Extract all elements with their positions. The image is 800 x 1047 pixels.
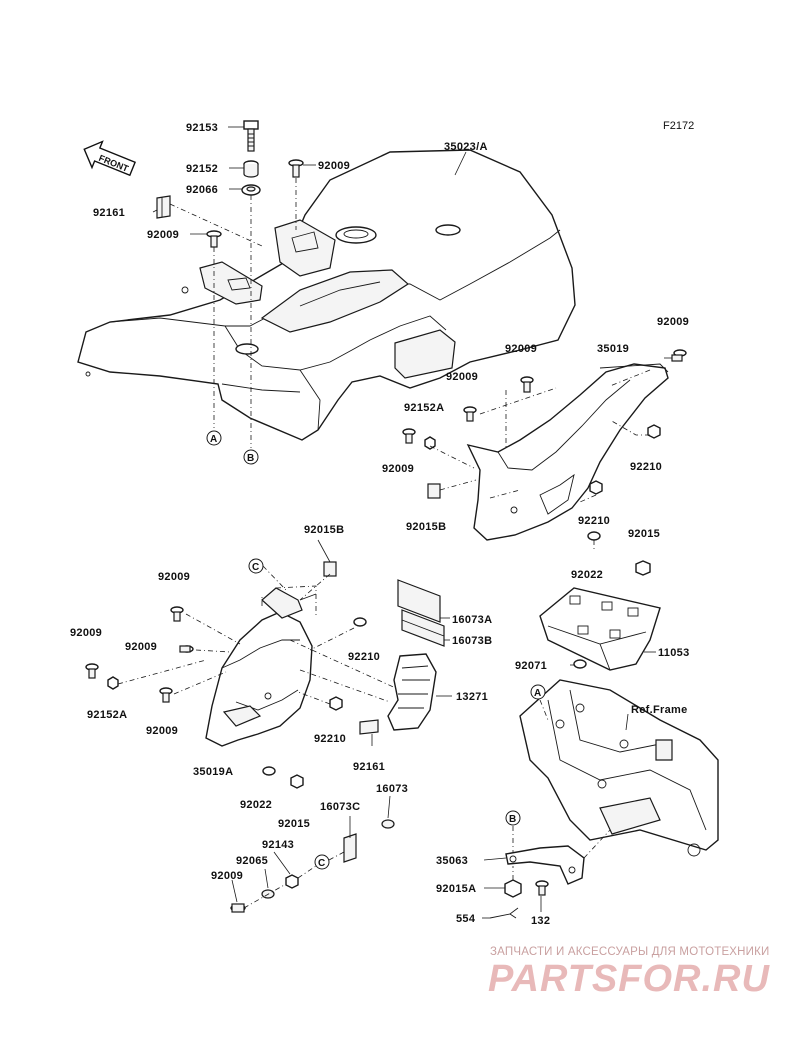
- bolt-92009-left-icon: [206, 230, 222, 248]
- label-35063: 35063: [436, 855, 468, 867]
- label-92022-l: 92022: [240, 799, 272, 811]
- bracket-35063: [505, 845, 585, 885]
- label-92161-l: 92161: [353, 761, 385, 773]
- label-554: 554: [456, 913, 476, 925]
- callout-c-upper: C: [252, 562, 259, 573]
- label-92210-r1: 92210: [630, 461, 662, 473]
- frame-ref: [519, 679, 719, 857]
- right-mudguard-35019: [466, 363, 669, 541]
- label-92152a-l: 92152A: [87, 709, 127, 721]
- callout-c-lower: C: [318, 858, 325, 869]
- label-132: 132: [531, 915, 550, 927]
- label-92210-r2: 92210: [578, 515, 610, 527]
- bottom-left-fasteners-icons: [230, 874, 299, 913]
- bolts-right-icons: [402, 349, 687, 576]
- rear-fender-35023: [77, 149, 576, 441]
- battery-case-11053: [539, 587, 661, 671]
- pad-16073c-icon: [343, 833, 357, 863]
- label-13271: 13271: [456, 691, 488, 703]
- label-35019a: 35019A: [193, 766, 233, 778]
- label-92009-top: 92009: [318, 160, 350, 172]
- label-92152: 92152: [186, 163, 218, 175]
- label-92009-r3: 92009: [446, 371, 478, 383]
- collar-92152-icon: [243, 160, 259, 178]
- label-92009-l5: 92009: [211, 870, 243, 882]
- label-92009-l2: 92009: [70, 627, 102, 639]
- bolts-left-icons: [85, 561, 379, 789]
- label-92022-r: 92022: [571, 569, 603, 581]
- label-92210-l2: 92210: [314, 733, 346, 745]
- label-92015a: 92015A: [436, 883, 476, 895]
- label-ref-frame: Ref.Frame: [631, 704, 688, 716]
- label-92009-l4: 92009: [146, 725, 178, 737]
- nut-92071-icon: [573, 659, 587, 669]
- label-11053: 11053: [658, 647, 689, 659]
- label-92143: 92143: [262, 839, 294, 851]
- label-92009-r4: 92009: [382, 463, 414, 475]
- label-92009-l1: 92009: [158, 571, 190, 583]
- label-92161-top: 92161: [93, 207, 125, 219]
- label-16073a: 16073A: [452, 614, 492, 626]
- watermark-logo: PARTSFOR.RU: [488, 958, 770, 1000]
- label-16073c: 16073C: [320, 801, 360, 813]
- label-92015b-l: 92015B: [304, 524, 344, 536]
- label-92066: 92066: [186, 184, 218, 196]
- label-92015-r: 92015: [628, 528, 660, 540]
- grommet-92066-icon: [241, 184, 261, 196]
- label-92153: 92153: [186, 122, 218, 134]
- label-92015b-r: 92015B: [406, 521, 446, 533]
- pad-92161-top-icon: [156, 195, 171, 219]
- left-mudguard-35019a: [205, 587, 317, 747]
- callout-a: A: [210, 434, 217, 445]
- label-92065: 92065: [236, 855, 268, 867]
- bolt-92153-icon: [243, 120, 259, 152]
- label-92009-r2: 92009: [505, 343, 537, 355]
- label-35023a: 35023/A: [444, 141, 488, 153]
- callout-a-frame: A: [534, 688, 541, 699]
- label-92009-r1: 92009: [657, 316, 689, 328]
- callout-b: B: [247, 453, 254, 464]
- callout-b-bracket: B: [509, 814, 516, 825]
- label-92009-l3: 92009: [125, 641, 157, 653]
- figure-code: F2172: [663, 120, 694, 132]
- label-92152a-r: 92152A: [404, 402, 444, 414]
- watermark-tagline: ЗАПЧАСТИ И АКСЕССУАРЫ ДЛЯ МОТОТЕХНИКИ: [490, 946, 770, 958]
- label-35019: 35019: [597, 343, 629, 355]
- bolt-92009-top-icon: [288, 159, 304, 178]
- heat-guard-13271: [387, 653, 437, 731]
- bottom-fasteners-icons: [489, 879, 549, 919]
- washer-16073-icon: [381, 819, 395, 829]
- label-16073b: 16073B: [452, 635, 492, 647]
- label-92015-l: 92015: [278, 818, 310, 830]
- pad-16073a-16073b: [397, 579, 445, 647]
- label-92071: 92071: [515, 660, 547, 672]
- front-arrow-icon: FRONT: [83, 140, 137, 177]
- label-92210-l1: 92210: [348, 651, 380, 663]
- label-16073: 16073: [376, 783, 408, 795]
- label-92009-top-left: 92009: [147, 229, 179, 241]
